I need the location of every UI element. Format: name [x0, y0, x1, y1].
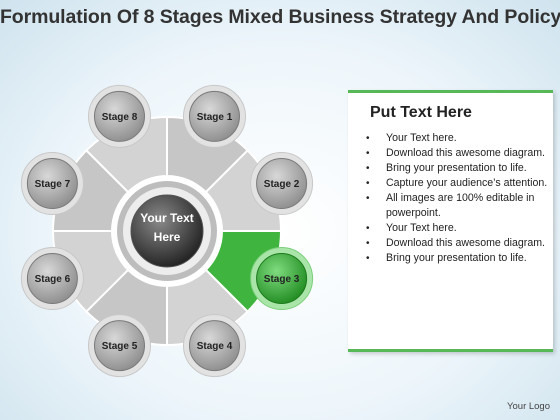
center-text-line-2: Here [154, 230, 181, 244]
stage-disc [94, 90, 145, 142]
stage-disc [256, 253, 308, 304]
stage-disc [189, 320, 240, 372]
bullet-item: Download this awesome diagram. [362, 146, 548, 161]
panel-heading: Put Text Here [370, 104, 472, 121]
stage-label: Stage 4 [197, 341, 233, 352]
stage-label: Stage 2 [264, 179, 300, 190]
panel-bullet-list: Your Text here. Download this awesome di… [362, 131, 548, 266]
bullet-item: Your Text here. [362, 131, 548, 146]
stage-label: Stage 5 [102, 341, 138, 352]
page-title: Formulation Of 8 Stages Mixed Business S… [0, 6, 560, 28]
bullet-item: Bring your presentation to life. [362, 161, 548, 176]
stage-label: Stage 7 [35, 179, 71, 190]
text-panel: Put Text Here Your Text here. Download t… [348, 90, 553, 352]
stage-discs: Stage 1 Stage 2 Stage 3 Stage 4 Stage 5 Stage… [20, 84, 314, 378]
stage-5-node: Stage 5 [88, 314, 151, 378]
stage-label: Stage 1 [197, 112, 233, 123]
stage-disc [26, 158, 78, 209]
hub-core [130, 194, 204, 268]
bullet-item: All images are 100% editable in powerpoi… [362, 191, 548, 221]
stage-7-node: Stage 7 [20, 152, 84, 215]
stage-label: Stage 3 [264, 274, 300, 285]
center-text-line-1: Your Text [140, 211, 194, 225]
stage-8-node: Stage 8 [88, 84, 151, 148]
stage-1-node: Stage 1 [183, 84, 246, 148]
stage-label: Stage 6 [35, 274, 71, 285]
stage-6-node: Stage 6 [20, 247, 84, 310]
stage-label: Stage 8 [102, 112, 138, 123]
stage-disc [94, 320, 145, 372]
bullet-item: Your Text here. [362, 221, 548, 236]
bullet-item: Bring your presentation to life. [362, 251, 548, 266]
wheel-segments [51, 115, 283, 347]
bullet-item: Download this awesome diagram. [362, 236, 548, 251]
stage-4-node: Stage 4 [183, 314, 246, 378]
stage-2-node: Stage 2 [250, 152, 314, 215]
stage-disc [256, 158, 308, 209]
stage-disc [26, 253, 78, 304]
bullet-item: Capture your audience’s attention. [362, 176, 548, 191]
stage-disc [189, 90, 240, 142]
stage-3-node: Stage 3 [250, 247, 314, 310]
logo-text: Your Logo [507, 401, 550, 412]
center-hub: Your Text Here [111, 175, 223, 287]
